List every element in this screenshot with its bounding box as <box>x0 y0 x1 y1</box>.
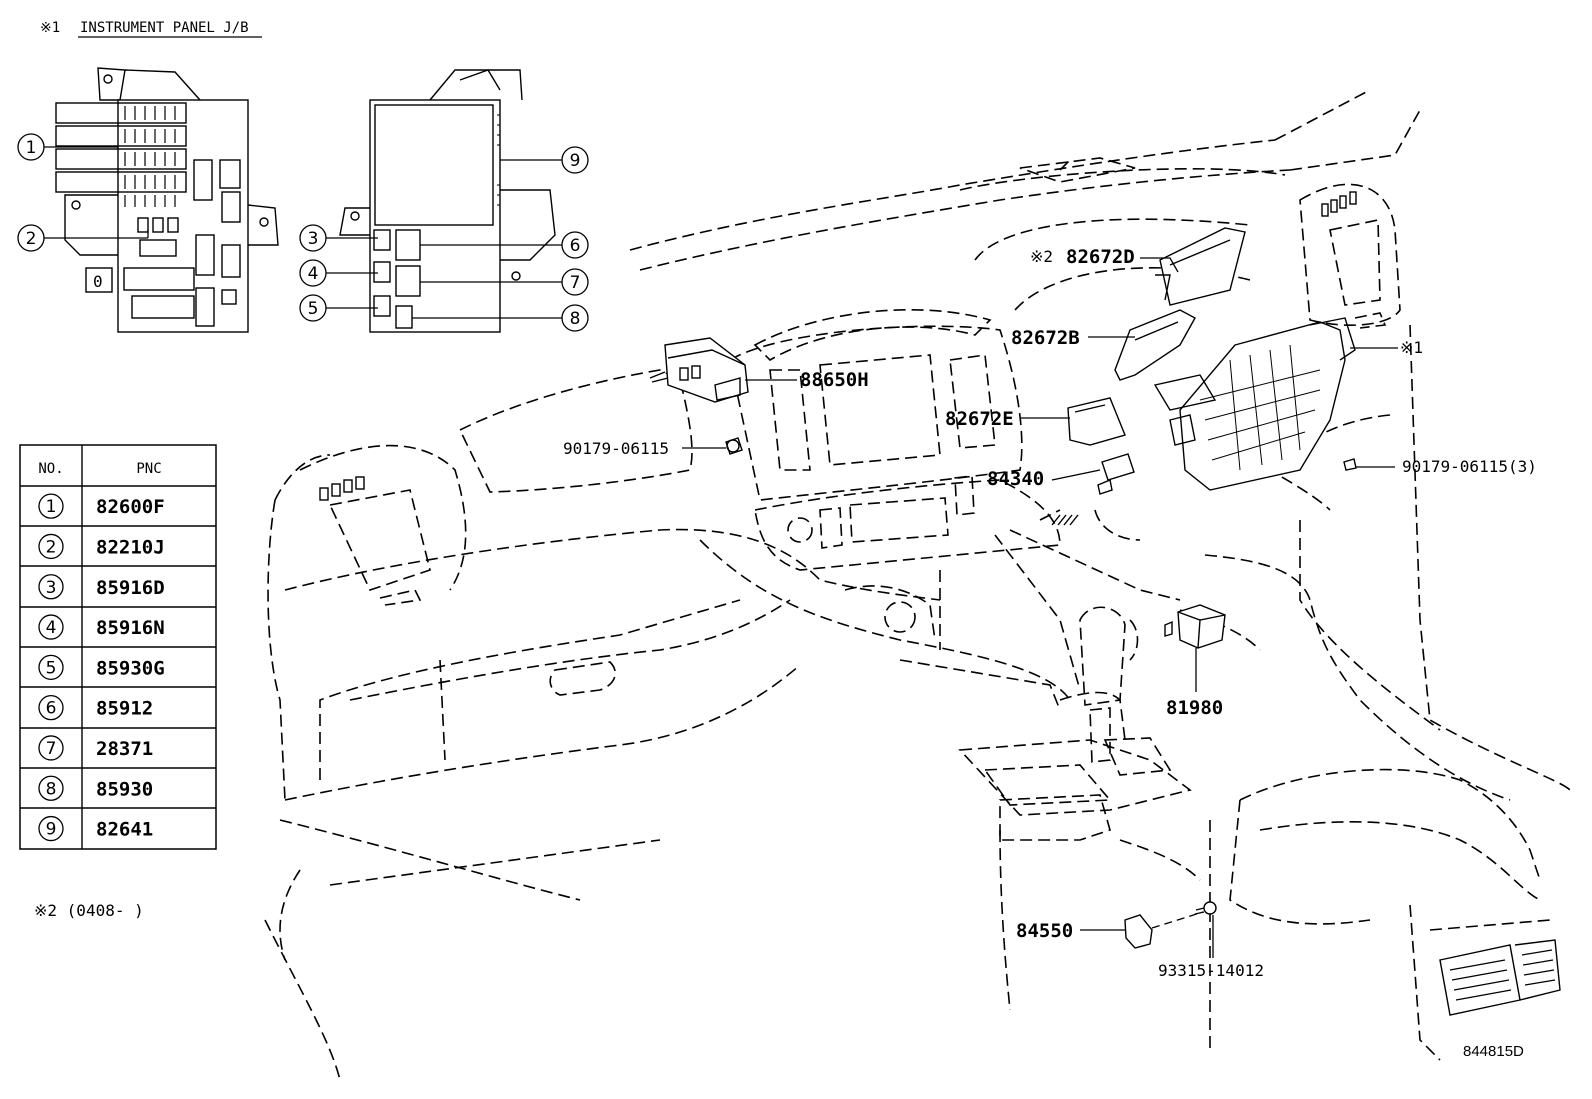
row-number: 6 <box>46 699 57 719</box>
row-pnc: 85930G <box>96 657 165 679</box>
jb-note-mark: ※1 <box>40 20 60 36</box>
label-93315: 93315-14012 <box>1158 961 1264 980</box>
part-84550-shape <box>1124 914 1153 949</box>
label-82672D: 82672D <box>1066 246 1135 268</box>
part-90179-right-shape <box>1343 458 1357 471</box>
callout-1: 1 <box>26 138 37 158</box>
jb-small-mark: 0 <box>93 272 103 291</box>
pnc-table: NO. PNC 1 82600F 2 82210J 3 85916D 4 85916N 5 859… <box>19 444 217 850</box>
row-pnc: 82210J <box>96 536 165 558</box>
callout-7: 7 <box>570 273 581 293</box>
row-pnc: 82641 <box>96 819 153 841</box>
row-number: 4 <box>46 618 57 638</box>
row-pnc: 85912 <box>96 698 153 720</box>
row-number-circle <box>38 735 64 761</box>
label-81980: 81980 <box>1166 697 1223 719</box>
callout-8: 8 <box>570 309 581 329</box>
footnote: ※2 (0408- ) <box>34 901 144 920</box>
label-90179-left: 90179-06115 <box>563 439 669 458</box>
table-row: 4 85916N <box>38 614 165 640</box>
table-row: 6 85912 <box>38 695 153 721</box>
row-pnc: 85916D <box>96 577 165 599</box>
row-number: 9 <box>46 820 57 840</box>
table-row: 9 82641 <box>38 815 153 842</box>
row-number: 8 <box>46 779 57 799</box>
label-82672E: 82672E <box>945 408 1014 430</box>
junction-block-rear <box>339 69 556 333</box>
table-row: 7 28371 <box>38 735 153 761</box>
row-number-circle <box>38 695 64 721</box>
part-leaders <box>682 257 1398 958</box>
label-88650H: 88650H <box>800 369 869 391</box>
row-number-circle <box>38 815 64 842</box>
table-row: 1 82600F <box>38 493 165 519</box>
row-number-circle <box>38 574 64 600</box>
label-84550: 84550 <box>1016 920 1073 942</box>
table-row: 3 85916D <box>38 574 165 600</box>
label-82672B: 82672B <box>1011 327 1080 349</box>
callout-9: 9 <box>570 151 581 171</box>
part-82672E-shape <box>1067 397 1126 446</box>
table-header-pnc: PNC <box>136 461 161 477</box>
figure-id: 844815D <box>1463 1043 1524 1060</box>
row-number-circle <box>38 654 64 680</box>
row-number: 3 <box>46 578 57 598</box>
jb-callouts: 1 2 3 4 5 6 7 8 9 <box>17 133 589 332</box>
label-82672D-prefix: ※2 <box>1030 247 1053 266</box>
row-number: 1 <box>46 497 57 517</box>
part-93315-shape <box>1194 901 1217 915</box>
callout-2: 2 <box>26 229 37 249</box>
row-pnc: 85916N <box>96 617 165 639</box>
callout-5: 5 <box>308 299 319 319</box>
row-number-circle <box>38 775 64 801</box>
callout-6: 6 <box>570 236 581 256</box>
junction-block-front: 0 <box>55 67 279 333</box>
label-90179-right: 90179-06115(3) <box>1402 457 1537 476</box>
row-pnc: 82600F <box>96 496 165 518</box>
part-81980-shape <box>1164 604 1226 649</box>
row-number: 2 <box>46 537 57 557</box>
label-jb-ref: ※1 <box>1400 338 1423 357</box>
row-number-circle <box>38 614 64 640</box>
table-row: 8 85930 <box>38 775 153 801</box>
part-84340-shape <box>1097 453 1135 495</box>
part-90179-left-shape <box>725 437 743 455</box>
row-number: 5 <box>46 658 57 678</box>
part-88650H-shape <box>649 337 749 403</box>
row-number: 7 <box>46 739 57 759</box>
label-84340: 84340 <box>987 468 1044 490</box>
table-row: 5 85930G <box>38 654 165 680</box>
jb-title: INSTRUMENT PANEL J/B <box>80 20 249 36</box>
row-pnc: 28371 <box>96 738 153 760</box>
row-number-circle <box>38 493 64 519</box>
callout-3: 3 <box>308 229 319 249</box>
callout-4: 4 <box>308 264 319 284</box>
table-row: 2 82210J <box>38 533 165 560</box>
part-82672B-shape <box>1114 309 1196 381</box>
row-pnc: 85930 <box>96 778 153 800</box>
part-82672D-shape <box>1155 227 1246 306</box>
row-number-circle <box>38 533 64 560</box>
table-header-no: NO. <box>38 461 63 477</box>
junction-block-installed <box>1153 317 1356 491</box>
